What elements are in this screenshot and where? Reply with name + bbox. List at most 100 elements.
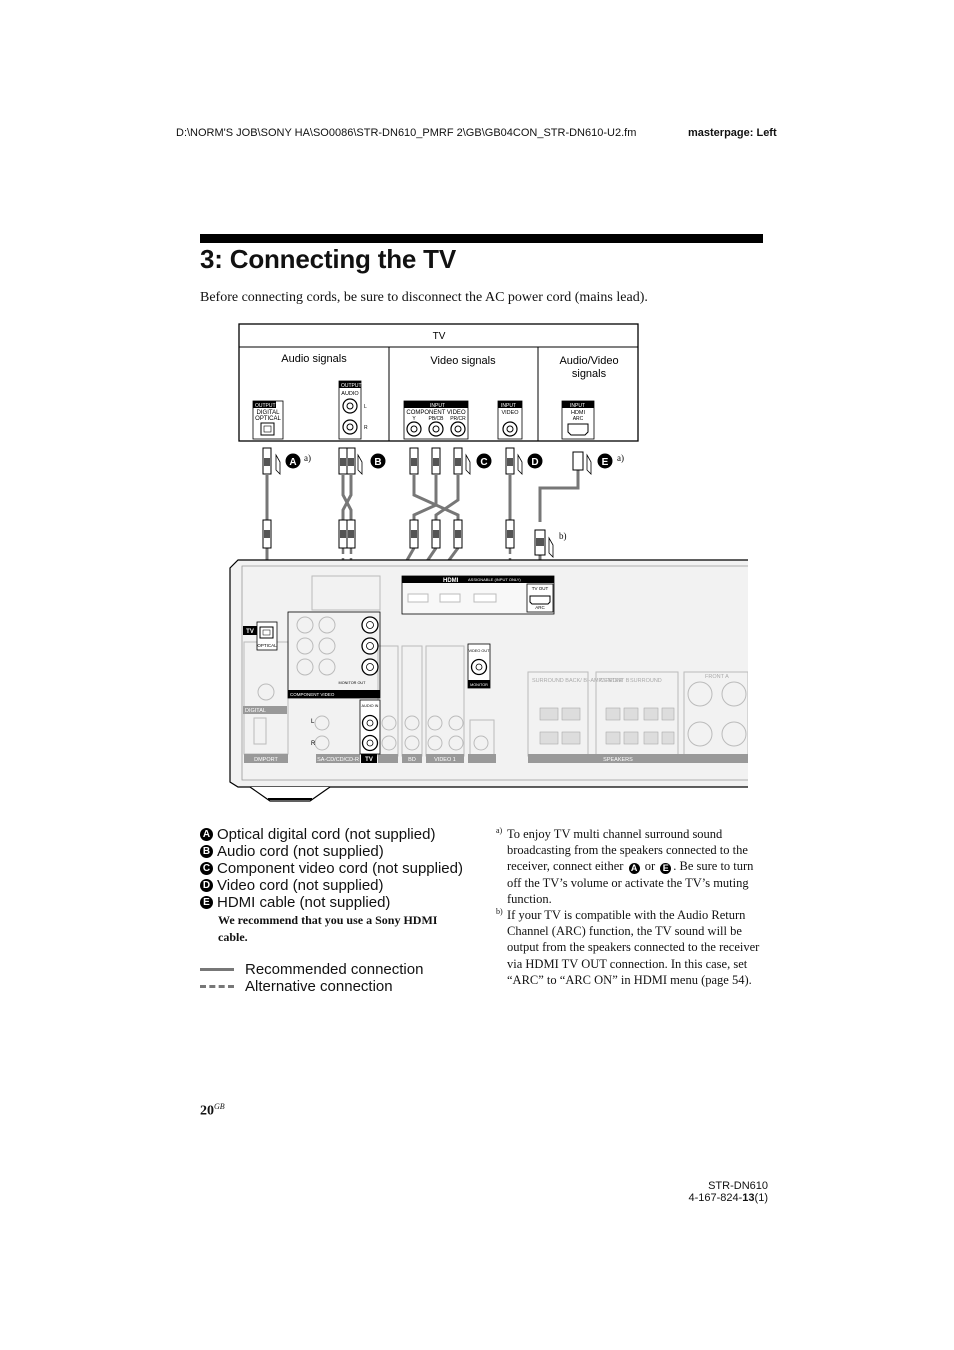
footnote-a-marker: a)	[496, 826, 503, 835]
cable-letter-a: A	[285, 453, 301, 469]
file-path-header: D:\NORM'S JOB\SONY HA\SO0086\STR-DN610_P…	[176, 127, 637, 139]
av-signals-label-2: signals	[572, 368, 607, 380]
alternative-connection-key: Alternative connection	[200, 978, 393, 995]
footnote-a: a) To enjoy TV multi channel surround so…	[496, 826, 766, 907]
hdmi-recommendation: We recommend that you use a Sony HDMI ca…	[218, 913, 438, 944]
tv-r-label: R	[364, 425, 368, 431]
footnote-b-marker: b)	[496, 907, 503, 916]
intro-text: Before connecting cords, be sure to disc…	[200, 290, 648, 305]
svg-text:B: B	[374, 457, 381, 468]
masterpage-label: masterpage: Left	[688, 127, 777, 139]
legend-text: HDMI cable (not supplied)	[217, 894, 391, 911]
legend-letter-icon: A	[200, 828, 213, 841]
legend-letter-icon: E	[200, 896, 213, 909]
tv-hdmi-label: HDMI	[571, 410, 586, 416]
tv-arc-label: ARC	[573, 416, 584, 422]
legend-item-a: A Optical digital cord (not supplied)	[200, 826, 463, 843]
rcv-bd-label: BD	[408, 757, 416, 763]
legend-letter-icon: C	[200, 862, 213, 875]
rcv-surround-label: SURROUND	[630, 678, 662, 684]
rcv-l-label: L	[311, 719, 315, 725]
tv-label: TV	[433, 331, 446, 342]
tv-component-label: COMPONENT VIDEO	[406, 410, 466, 416]
footnote-b: b) If your TV is compatible with the Aud…	[496, 907, 766, 988]
rcv-tv-optical-tag: TV	[246, 629, 254, 635]
legend-text: Optical digital cord (not supplied)	[217, 826, 436, 843]
rcv-tv-out-label: TV OUT	[532, 586, 549, 591]
footnote-a-text-2: . Be sure to turn off the TV’s volume or…	[507, 859, 754, 906]
rcv-video1-label: VIDEO 1	[434, 757, 456, 763]
legend-text: Audio cord (not supplied)	[217, 843, 384, 860]
cable-legend: A Optical digital cord (not supplied) B Au…	[200, 826, 463, 911]
av-signals-label-1: Audio/Video	[559, 355, 618, 367]
rcv-surround-back-label: SURROUND BACK/ BI-AMP/ FRONT B	[532, 678, 630, 684]
rcv-sacd-label: SA-CD/CD/CD-R	[317, 757, 359, 763]
letter-a-icon: A	[628, 863, 640, 875]
model-code: STR-DN610 4-167-824-13(1)	[620, 1180, 768, 1204]
svg-text:D: D	[531, 457, 538, 468]
rcv-audio-in-label: AUDIO IN	[362, 704, 379, 708]
cable-letter-d: D	[527, 453, 543, 469]
cable-letter-c: C	[476, 453, 492, 469]
rcv-digital-label: DIGITAL	[245, 708, 266, 714]
part-number: 4-167-824-13(1)	[688, 1192, 768, 1204]
legend-letter-icon: D	[200, 879, 213, 892]
rcv-monitor-out-label: MONITOR OUT	[339, 681, 367, 685]
tv-input-label-3: INPUT	[570, 403, 585, 409]
legend-text: Component video cord (not supplied)	[217, 860, 463, 877]
legend-item-b: B Audio cord (not supplied)	[200, 843, 463, 860]
legend-letter-icon: B	[200, 845, 213, 858]
marker-b: b)	[559, 531, 567, 541]
svg-text:E: E	[602, 457, 609, 468]
rcv-arc-label: ARC	[535, 605, 545, 610]
cable-letter-b: B	[370, 453, 386, 469]
tv-pr-label: PR/CR	[450, 416, 466, 422]
tv-input-label-1: INPUT	[430, 403, 445, 409]
dashed-line-swatch	[200, 985, 234, 988]
tv-digital-label: DIGITAL	[257, 410, 281, 416]
tv-y-label: Y	[412, 416, 416, 422]
legend-item-e: E HDMI cable (not supplied)	[200, 894, 463, 911]
rcv-hdmi-label: HDMI	[443, 578, 459, 584]
svg-text:A: A	[289, 457, 296, 468]
tv-pb-label: PB/CB	[428, 416, 444, 422]
tv-optical-label: OPTICAL	[255, 416, 281, 422]
tv-video-label: VIDEO	[501, 410, 519, 416]
rcv-optical-label: OPTICAL	[257, 643, 277, 648]
footnote-b-text: If your TV is compatible with the Audio …	[507, 908, 760, 987]
tv-input-label-2: INPUT	[501, 403, 516, 409]
model-name: STR-DN610	[708, 1180, 768, 1192]
legend-item-c: C Component video cord (not supplied)	[200, 860, 463, 877]
marker-a-1: a)	[304, 453, 311, 463]
legend-item-d: D Video cord (not supplied)	[200, 877, 463, 894]
rcv-component-label: COMPONENT VIDEO	[290, 692, 335, 697]
marker-a-2: a)	[617, 453, 624, 463]
footnote-a-text-1: To enjoy TV multi channel surround sound…	[507, 827, 748, 874]
title-rule	[200, 234, 763, 243]
rcv-speakers-label: SPEAKERS	[603, 757, 633, 763]
solid-line-swatch	[200, 968, 234, 971]
video-signals-label: Video signals	[430, 355, 496, 367]
tv-audio-label: AUDIO	[341, 391, 359, 397]
legend-text: Video cord (not supplied)	[217, 877, 384, 894]
rcv-video-out-label: VIDEO OUT	[469, 649, 491, 653]
recommended-connection-label: Recommended connection	[245, 961, 424, 978]
letter-e-icon: E	[660, 863, 672, 875]
page-number: 20GB	[200, 1102, 225, 1119]
recommended-connection-key: Recommended connection	[200, 961, 423, 978]
rcv-monitor-label: MONITOR	[470, 683, 488, 687]
rcv-dmport-label: DMPORT	[254, 757, 278, 763]
rcv-tv-tag: TV	[365, 757, 373, 763]
footnote-a-or: or	[644, 859, 656, 874]
cable-letter-e: E	[597, 453, 613, 469]
page-title: 3: Connecting the TV	[200, 244, 457, 274]
rcv-assignable-label: ASSIGNABLE (INPUT ONLY)	[468, 577, 521, 582]
connection-diagram: TV Audio signals Video signals Audio/Vid…	[229, 323, 748, 802]
tv-output-label-1: OUTPUT	[255, 403, 276, 409]
tv-output-label-2: OUTPUT	[341, 383, 362, 389]
svg-text:C: C	[480, 457, 487, 468]
audio-signals-label: Audio signals	[281, 353, 347, 365]
tv-l-label: L	[364, 404, 367, 410]
rcv-r-label: R	[311, 741, 316, 747]
rcv-front-a-label: FRONT A	[705, 674, 729, 680]
